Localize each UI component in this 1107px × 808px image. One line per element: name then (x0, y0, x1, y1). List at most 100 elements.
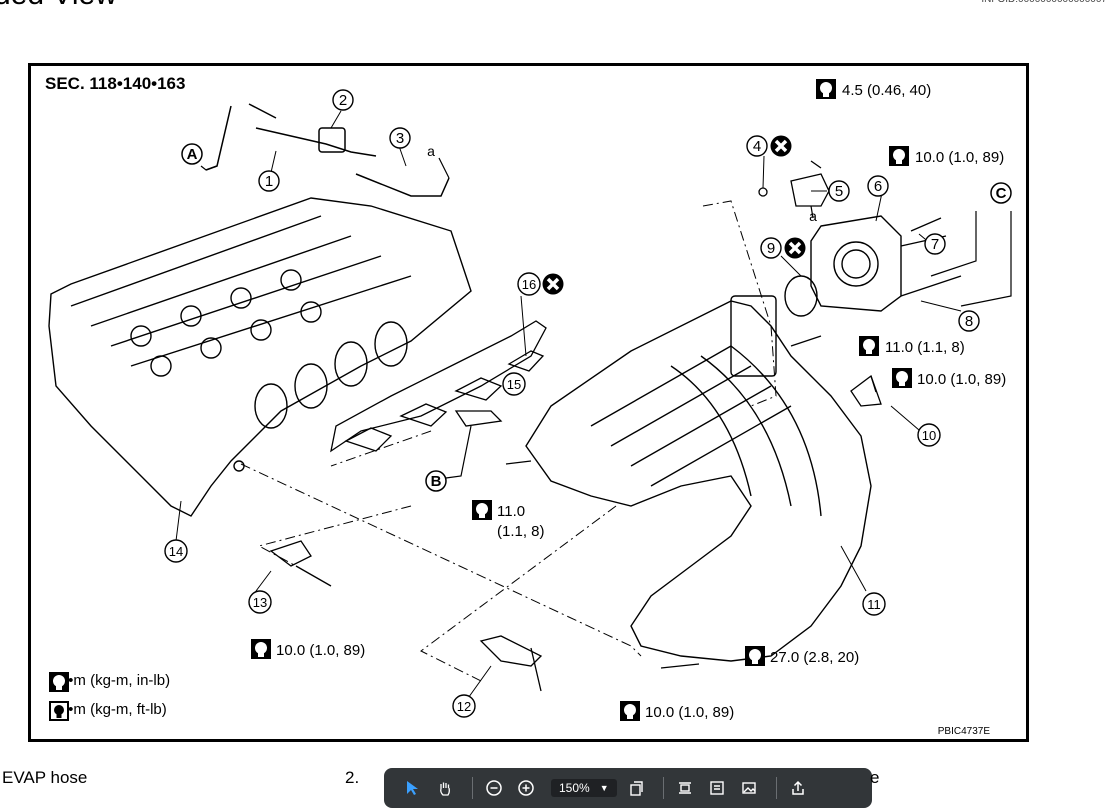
part-callout-7: 7 (924, 233, 946, 255)
torque-wrench-outline-icon (49, 701, 69, 721)
hand-pan-icon[interactable] (432, 775, 458, 801)
svg-text:1: 1 (265, 173, 273, 190)
rotate-page-icon[interactable] (623, 775, 649, 801)
svg-text:9: 9 (767, 240, 775, 257)
callout-letter-a: a (427, 143, 435, 159)
zoom-out-icon[interactable] (481, 775, 507, 801)
share-icon[interactable] (785, 775, 811, 801)
svg-text:12: 12 (457, 699, 471, 714)
page-heading: ded View (0, 0, 117, 12)
torque-spec-label: 10.0 (1.0, 89) (917, 371, 1007, 388)
step-number: 2. (345, 768, 360, 787)
trailing-text-fragment: e (870, 768, 880, 787)
torque-spec-label: 11.0 (497, 503, 526, 520)
part-callout-3: 3 (389, 127, 411, 149)
intake-gasket (330, 320, 547, 453)
part-callout-15: 15 (502, 372, 526, 396)
svg-text:13: 13 (253, 595, 267, 610)
part-callout-5: 5 (828, 180, 850, 202)
svg-text:16: 16 (522, 277, 536, 292)
svg-text:2: 2 (339, 92, 347, 109)
intake-manifold (525, 295, 872, 662)
section-title: SEC. 118•140•163 (45, 74, 186, 93)
svg-text:B: B (431, 473, 442, 490)
torque-spec-label: 11.0 (1.1, 8) (885, 339, 965, 356)
torque-wrench-icon (745, 646, 765, 666)
zoom-level-select[interactable]: 150% ▼ (551, 779, 617, 797)
callout-letter-A: A (181, 143, 203, 165)
svg-text:C: C (996, 185, 1007, 202)
legend-ft-lb: : N•m (kg-m, ft-lb) (49, 701, 167, 721)
zoom-level-value: 150% (559, 781, 590, 795)
image-icon[interactable] (736, 775, 762, 801)
dash-dot-leaders (240, 200, 777, 682)
torque-wrench-icon (472, 500, 492, 520)
no-reuse-marks (542, 135, 806, 295)
callout-letter-C: C (990, 182, 1012, 204)
zoom-in-icon[interactable] (513, 775, 539, 801)
svg-text:5: 5 (835, 183, 843, 200)
legend-in-lb: : N•m (kg-m, in-lb) (49, 672, 171, 692)
torque-spec-label: 10.0 (1.0, 89) (915, 149, 1005, 166)
part-callout-12: 12 (452, 694, 476, 718)
diagram-drawing: 1 2 3 4 5 6 7 8 9 10 11 12 13 14 15 16 A… (48, 79, 1012, 721)
torque-spec-label: 10.0 (1.0, 89) (276, 642, 366, 659)
evap-hose-parts (205, 103, 450, 197)
svg-text:4: 4 (753, 138, 761, 155)
no-reuse-icon (770, 135, 792, 157)
part-callout-4: 4 (746, 135, 768, 157)
svg-text:6: 6 (874, 178, 882, 195)
cylinder-head (48, 197, 472, 517)
leader-lines (175, 110, 962, 702)
fit-page-icon[interactable] (672, 775, 698, 801)
sensor-and-bolts (269, 160, 942, 692)
legend-in-lb-text: : N•m (kg-m, in-lb) (49, 672, 171, 689)
svg-text:7: 7 (931, 236, 939, 253)
evap-hose-text: EVAP hose (2, 768, 88, 787)
arrows (200, 157, 1012, 479)
torque-wrench-icon (816, 79, 836, 99)
part-callout-14: 14 (164, 539, 188, 563)
part-callout-13: 13 (248, 590, 272, 614)
torque-spec-label: 27.0 (2.8, 20) (770, 649, 860, 666)
pdf-viewer-toolbar: 150% ▼ (384, 768, 872, 808)
svg-text:10: 10 (922, 428, 936, 443)
toolbar-separator (662, 777, 664, 799)
legend-ft-lb-text: : N•m (kg-m, ft-lb) (49, 701, 167, 718)
svg-text:A: A (187, 146, 198, 163)
torque-wrench-icon (620, 701, 640, 721)
part-callout-2: 2 (332, 89, 354, 111)
torque-spec-label: 10.0 (1.0, 89) (645, 704, 735, 721)
throttle-body (784, 215, 962, 317)
svg-text:11: 11 (867, 597, 881, 612)
part-number-callouts: 1 2 3 4 5 6 7 8 9 10 11 12 13 14 15 16 (164, 89, 980, 718)
exploded-view-diagram: 1 2 3 4 5 6 7 8 9 10 11 12 13 14 15 16 A… (28, 63, 1029, 742)
no-reuse-icon (784, 237, 806, 259)
part-callout-9: 9 (760, 237, 782, 259)
svg-text:14: 14 (169, 544, 183, 559)
torque-wrench-icon (49, 672, 69, 692)
svg-text:15: 15 (507, 377, 521, 392)
select-arrow-icon[interactable] (400, 775, 426, 801)
chevron-down-icon: ▼ (599, 783, 609, 793)
torque-wrench-icon (892, 368, 912, 388)
torque-wrench-icon (859, 336, 879, 356)
toolbar-separator (472, 777, 473, 799)
part-callout-11: 11 (862, 592, 886, 616)
torque-spec-label: 4.5 (0.46, 40) (842, 82, 932, 99)
callout-letter-a-2: a (809, 208, 817, 224)
part-callout-8: 8 (958, 310, 980, 332)
part-callout-1: 1 (258, 170, 280, 192)
torque-wrench-icon (889, 146, 909, 166)
toolbar-separator (775, 777, 777, 799)
svg-text:8: 8 (965, 313, 973, 330)
torque-wrench-icon (251, 639, 271, 659)
no-reuse-icon (542, 273, 564, 295)
page-view-icon[interactable] (704, 775, 730, 801)
part-callout-10: 10 (917, 423, 941, 447)
illustration-code: PBIC4737E (937, 726, 990, 737)
page-reference-id: INFOID:0000000000000007 (981, 0, 1107, 5)
callout-letter-B: B (425, 470, 447, 492)
part-callout-6: 6 (867, 175, 889, 197)
torque-spec-label: (1.1, 8) (497, 523, 545, 540)
